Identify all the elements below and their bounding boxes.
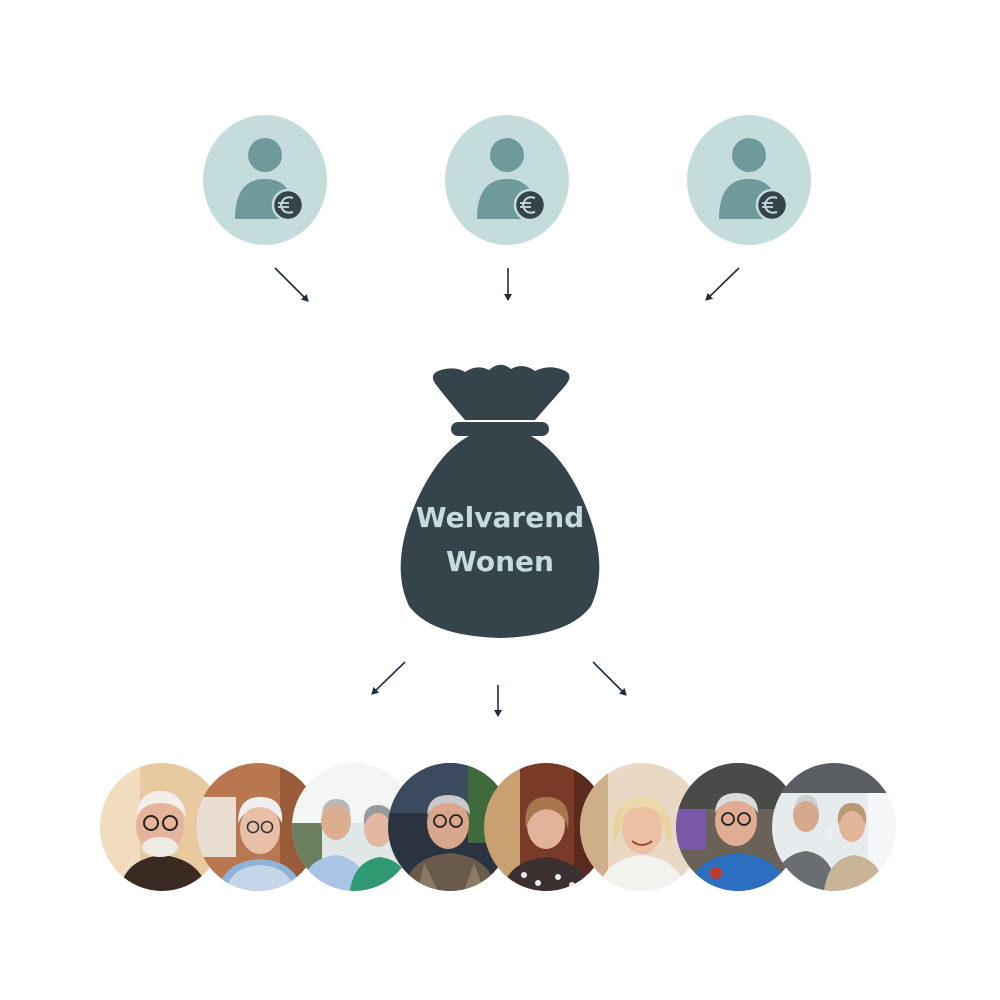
investor-euro-icon bbox=[687, 115, 811, 245]
resident-photo-strip bbox=[100, 763, 900, 891]
resident-photo-couple-toast bbox=[772, 763, 896, 891]
investor-euro-icon bbox=[203, 115, 327, 245]
arrow-in-left bbox=[274, 267, 309, 302]
investor-euro-icon bbox=[445, 115, 569, 245]
bag-label-line2: Wonen bbox=[446, 545, 554, 578]
bag-label: Welvarend Wonen bbox=[385, 496, 615, 584]
arrow-out-left bbox=[371, 661, 406, 695]
money-bag-icon bbox=[400, 364, 600, 638]
bag-label-line1: Welvarend bbox=[415, 501, 585, 534]
investor-icon bbox=[203, 115, 327, 245]
money-bag: Welvarend Wonen bbox=[385, 360, 615, 640]
resident-photo bbox=[772, 763, 896, 891]
arrow-in-right bbox=[705, 267, 740, 301]
arrow-out-right bbox=[592, 661, 627, 696]
investor-icon bbox=[445, 115, 569, 245]
investor-icon bbox=[687, 115, 811, 245]
